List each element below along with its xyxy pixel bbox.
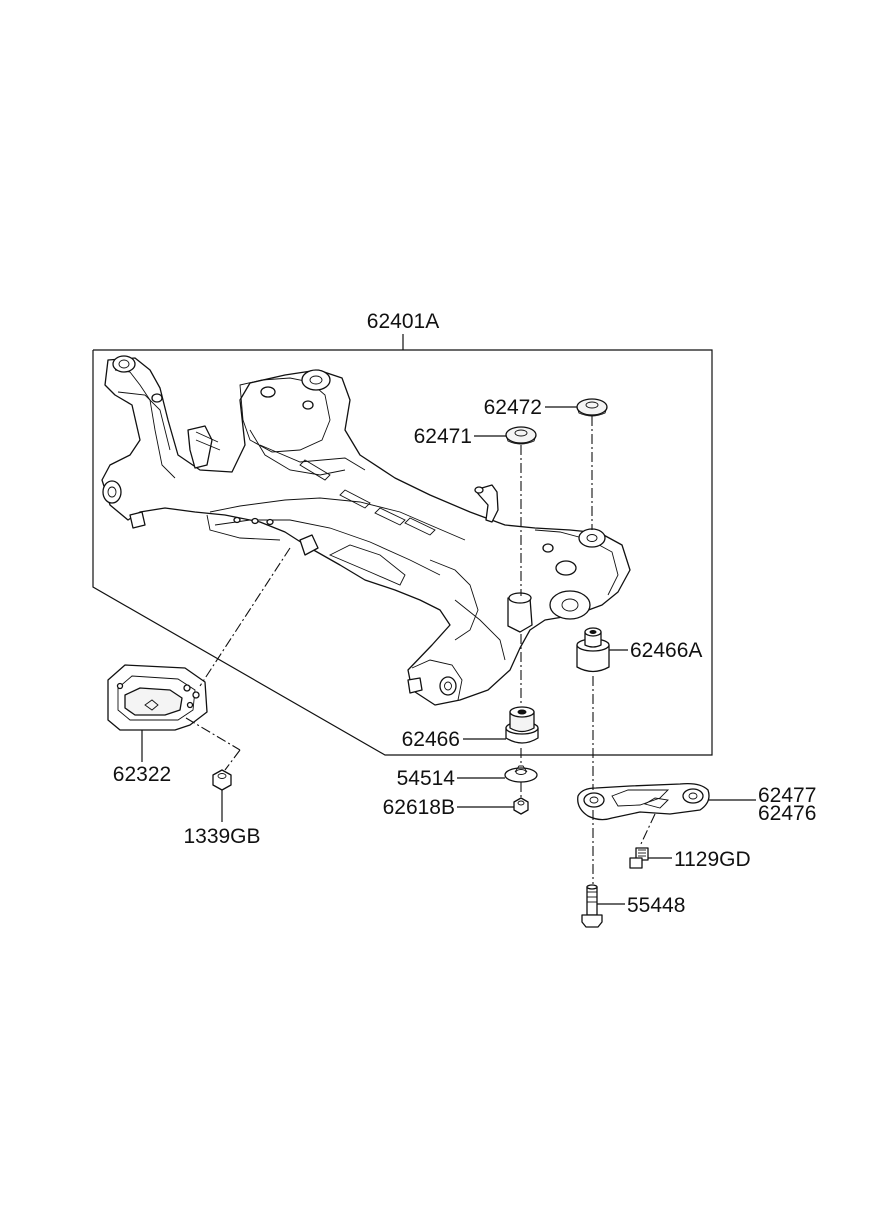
nut-bracket [212, 769, 232, 791]
bushing-rear [576, 627, 610, 673]
label-bushing-rear: 62466A [630, 639, 702, 662]
label-stay-b: 62476 [758, 802, 816, 825]
subframe-crossmember [101, 355, 631, 706]
label-bolt-main: 55448 [627, 894, 685, 917]
label-washer: 54514 [397, 767, 456, 790]
alignment-lines [185, 416, 656, 884]
washer [504, 765, 538, 783]
bushing-front [505, 706, 539, 744]
label-frame: 62401A [367, 310, 439, 333]
insulator-upper-rear [576, 398, 608, 417]
label-nut-bracket: 1339GB [183, 825, 260, 848]
leader-lines [141, 406, 756, 905]
label-nut: 62618B [383, 796, 455, 819]
label-bolt-stay: 1129GD [674, 848, 751, 871]
assembly-boundary [92, 334, 713, 756]
mount-bracket [107, 664, 208, 731]
label-mount-bracket: 62322 [113, 763, 171, 786]
label-insulator-upper-front: 62471 [414, 425, 472, 448]
label-insulator-upper-rear: 62472 [484, 396, 542, 419]
bolt-main [581, 884, 603, 928]
nut [513, 797, 529, 815]
insulator-upper-front [505, 426, 537, 445]
label-stay-a: 62477 [758, 784, 816, 807]
stay-plate [577, 782, 710, 821]
label-bushing-front: 62466 [402, 728, 460, 751]
part-labels: 62401A 62472 62471 62466A 62466 62322 13… [113, 310, 817, 917]
bolt-stay [629, 847, 649, 869]
